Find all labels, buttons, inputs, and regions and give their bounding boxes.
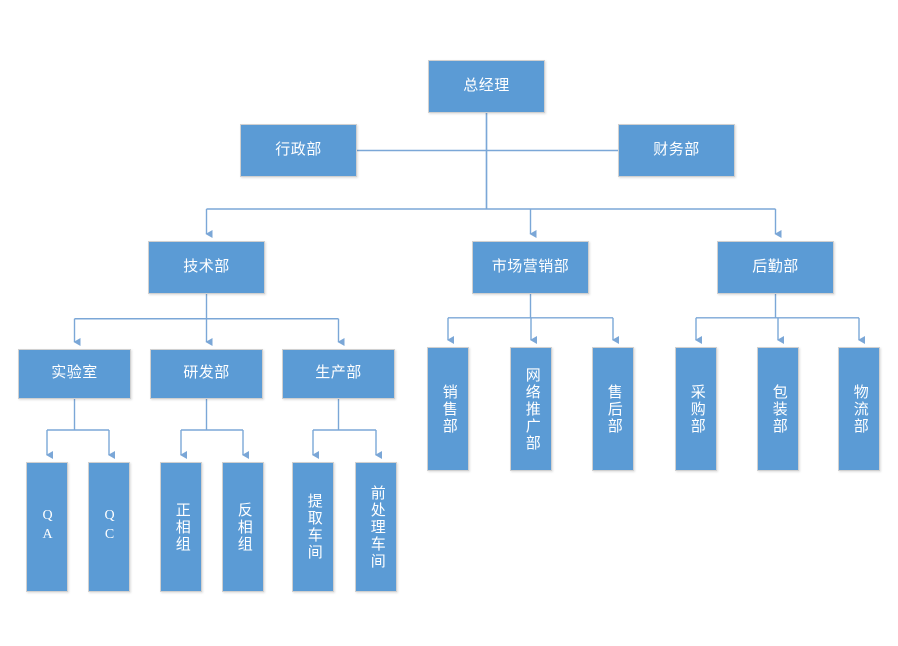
- org-node[interactable]: 销售部: [427, 347, 469, 471]
- org-node[interactable]: 总经理: [428, 60, 545, 113]
- org-node-label: 物流部: [851, 383, 868, 435]
- org-node[interactable]: 物流部: [838, 347, 880, 471]
- org-node[interactable]: 实验室: [18, 349, 131, 399]
- org-node-label: 采购部: [688, 383, 705, 435]
- org-node[interactable]: 技术部: [148, 241, 265, 294]
- org-node-label: 前处理车间: [368, 484, 385, 570]
- org-node[interactable]: 售后部: [592, 347, 634, 471]
- org-node-label: 总经理: [463, 77, 510, 94]
- org-node[interactable]: 后勤部: [717, 241, 834, 294]
- org-node-label: 研发部: [183, 365, 230, 382]
- org-node[interactable]: 生产部: [282, 349, 395, 399]
- org-node-label: 技术部: [183, 258, 230, 275]
- org-node-label: QA: [40, 508, 56, 546]
- org-node[interactable]: 提取车间: [292, 462, 334, 592]
- org-node-label: 销售部: [440, 383, 457, 435]
- org-node-label: 市场营销部: [491, 258, 570, 275]
- org-node-label: 售后部: [605, 383, 622, 435]
- org-node[interactable]: 财务部: [618, 124, 735, 177]
- org-node-label: 反相组: [235, 501, 252, 553]
- org-node[interactable]: QC: [88, 462, 130, 592]
- org-node[interactable]: 正相组: [160, 462, 202, 592]
- org-node[interactable]: 行政部: [240, 124, 357, 177]
- org-node-label: QC: [102, 508, 118, 546]
- org-node-label: 网络推广部: [523, 366, 540, 452]
- org-node-label: 行政部: [275, 141, 322, 158]
- org-node-label: 提取车间: [305, 493, 322, 561]
- org-node-label: 生产部: [315, 365, 362, 382]
- org-node-label: 财务部: [653, 141, 700, 158]
- org-node-label: 实验室: [51, 365, 98, 382]
- org-node[interactable]: QA: [26, 462, 68, 592]
- org-node[interactable]: 采购部: [675, 347, 717, 471]
- org-node-label: 包装部: [770, 383, 787, 435]
- org-node[interactable]: 前处理车间: [355, 462, 397, 592]
- org-node[interactable]: 反相组: [222, 462, 264, 592]
- org-node[interactable]: 网络推广部: [510, 347, 552, 471]
- org-node[interactable]: 研发部: [150, 349, 263, 399]
- org-node-label: 后勤部: [752, 258, 799, 275]
- org-node[interactable]: 市场营销部: [472, 241, 589, 294]
- org-node-label: 正相组: [173, 501, 190, 553]
- org-node[interactable]: 包装部: [757, 347, 799, 471]
